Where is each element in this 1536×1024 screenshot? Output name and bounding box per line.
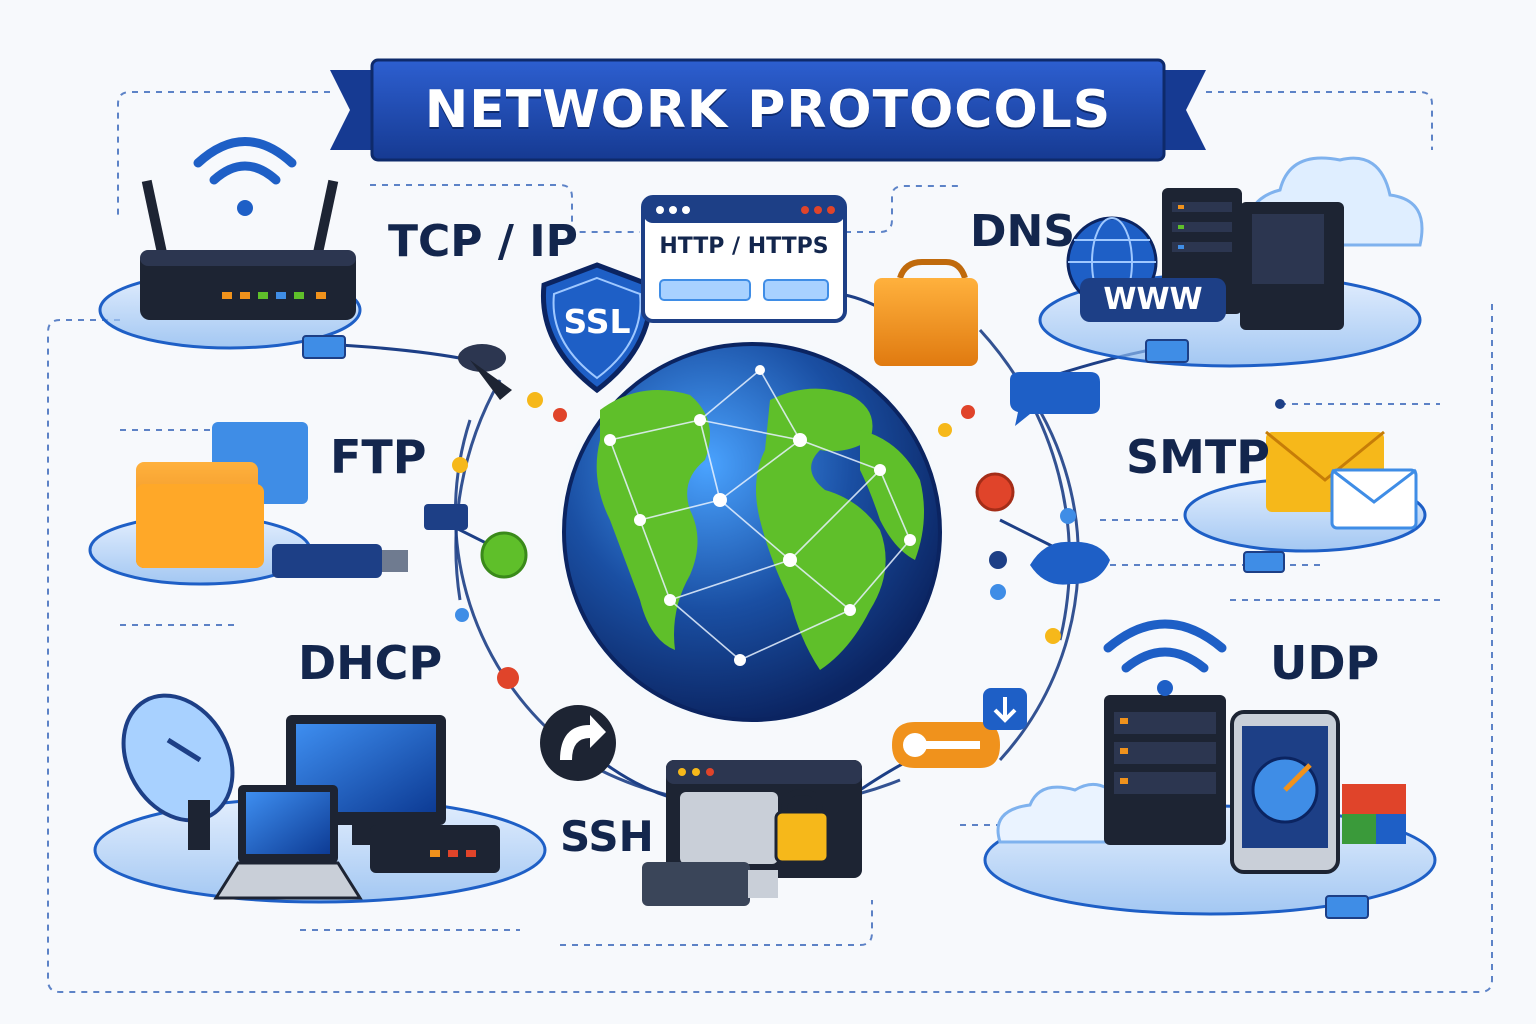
briefcase-icon (874, 259, 978, 366)
label-dhcp: DHCP (298, 636, 443, 690)
browser-window-title: HTTP / HTTPS (659, 234, 829, 259)
check-icon (480, 531, 528, 579)
page-title: NETWORK PROTOCOLS (424, 80, 1112, 140)
satellite-dish-icon (121, 693, 235, 850)
udp-cluster (983, 619, 1437, 919)
ssh-terminal-icon (642, 760, 862, 906)
network-adapter-icon (424, 504, 468, 530)
globe-network-lines (609, 369, 911, 661)
usb-drive-icon (272, 544, 408, 578)
download-icon (983, 688, 1027, 730)
dns-cluster (1038, 156, 1424, 368)
label-udp: UDP (1270, 636, 1380, 690)
title-banner-text: NETWORK PROTOCOLS (330, 58, 1206, 166)
ethernet-plug-icon (302, 335, 346, 359)
label-tcp-ip: TCP / IP (388, 216, 578, 267)
padlock-icon (774, 788, 830, 864)
globe-icon (547, 327, 957, 737)
continent-americas (596, 390, 710, 650)
key-icon (892, 722, 1000, 768)
smtp-mail-icon (1183, 430, 1427, 573)
orbit-nodes (452, 392, 1285, 689)
label-smtp: SMTP (1126, 430, 1270, 484)
server-stack-icon (1104, 695, 1226, 845)
www-badge-label: WWW (1103, 282, 1203, 317)
ftp-folder-icon (88, 422, 312, 586)
dashed-connectors (47, 91, 1493, 993)
tablet-icon (1230, 710, 1340, 874)
message-bubble-icon (1010, 372, 1100, 426)
blocks-icon (1342, 784, 1406, 844)
router-status-lights (222, 292, 326, 299)
server-box (642, 862, 750, 906)
wifi-icon (193, 137, 297, 216)
dhcp-devices (93, 693, 547, 904)
alert-node-icon (975, 472, 1015, 512)
laptop-icon (213, 785, 363, 900)
ssl-shield-label: SSL (563, 302, 631, 341)
wifi-icon-udp (1103, 619, 1227, 696)
return-arrow-icon (540, 705, 616, 781)
label-ssh: SSH (560, 812, 654, 861)
label-ftp: FTP (330, 430, 427, 484)
network-switch-icon (370, 825, 500, 873)
routing-bubble-icon (1030, 541, 1110, 585)
title-banner (330, 58, 1206, 162)
continent-asia (860, 430, 924, 560)
network-connector-icon (458, 344, 512, 400)
label-dns: DNS (970, 206, 1076, 257)
browser-window-icon (641, 195, 847, 323)
globe-network-nodes (604, 365, 916, 666)
router-icon (98, 179, 362, 350)
www-badge (1080, 278, 1226, 322)
